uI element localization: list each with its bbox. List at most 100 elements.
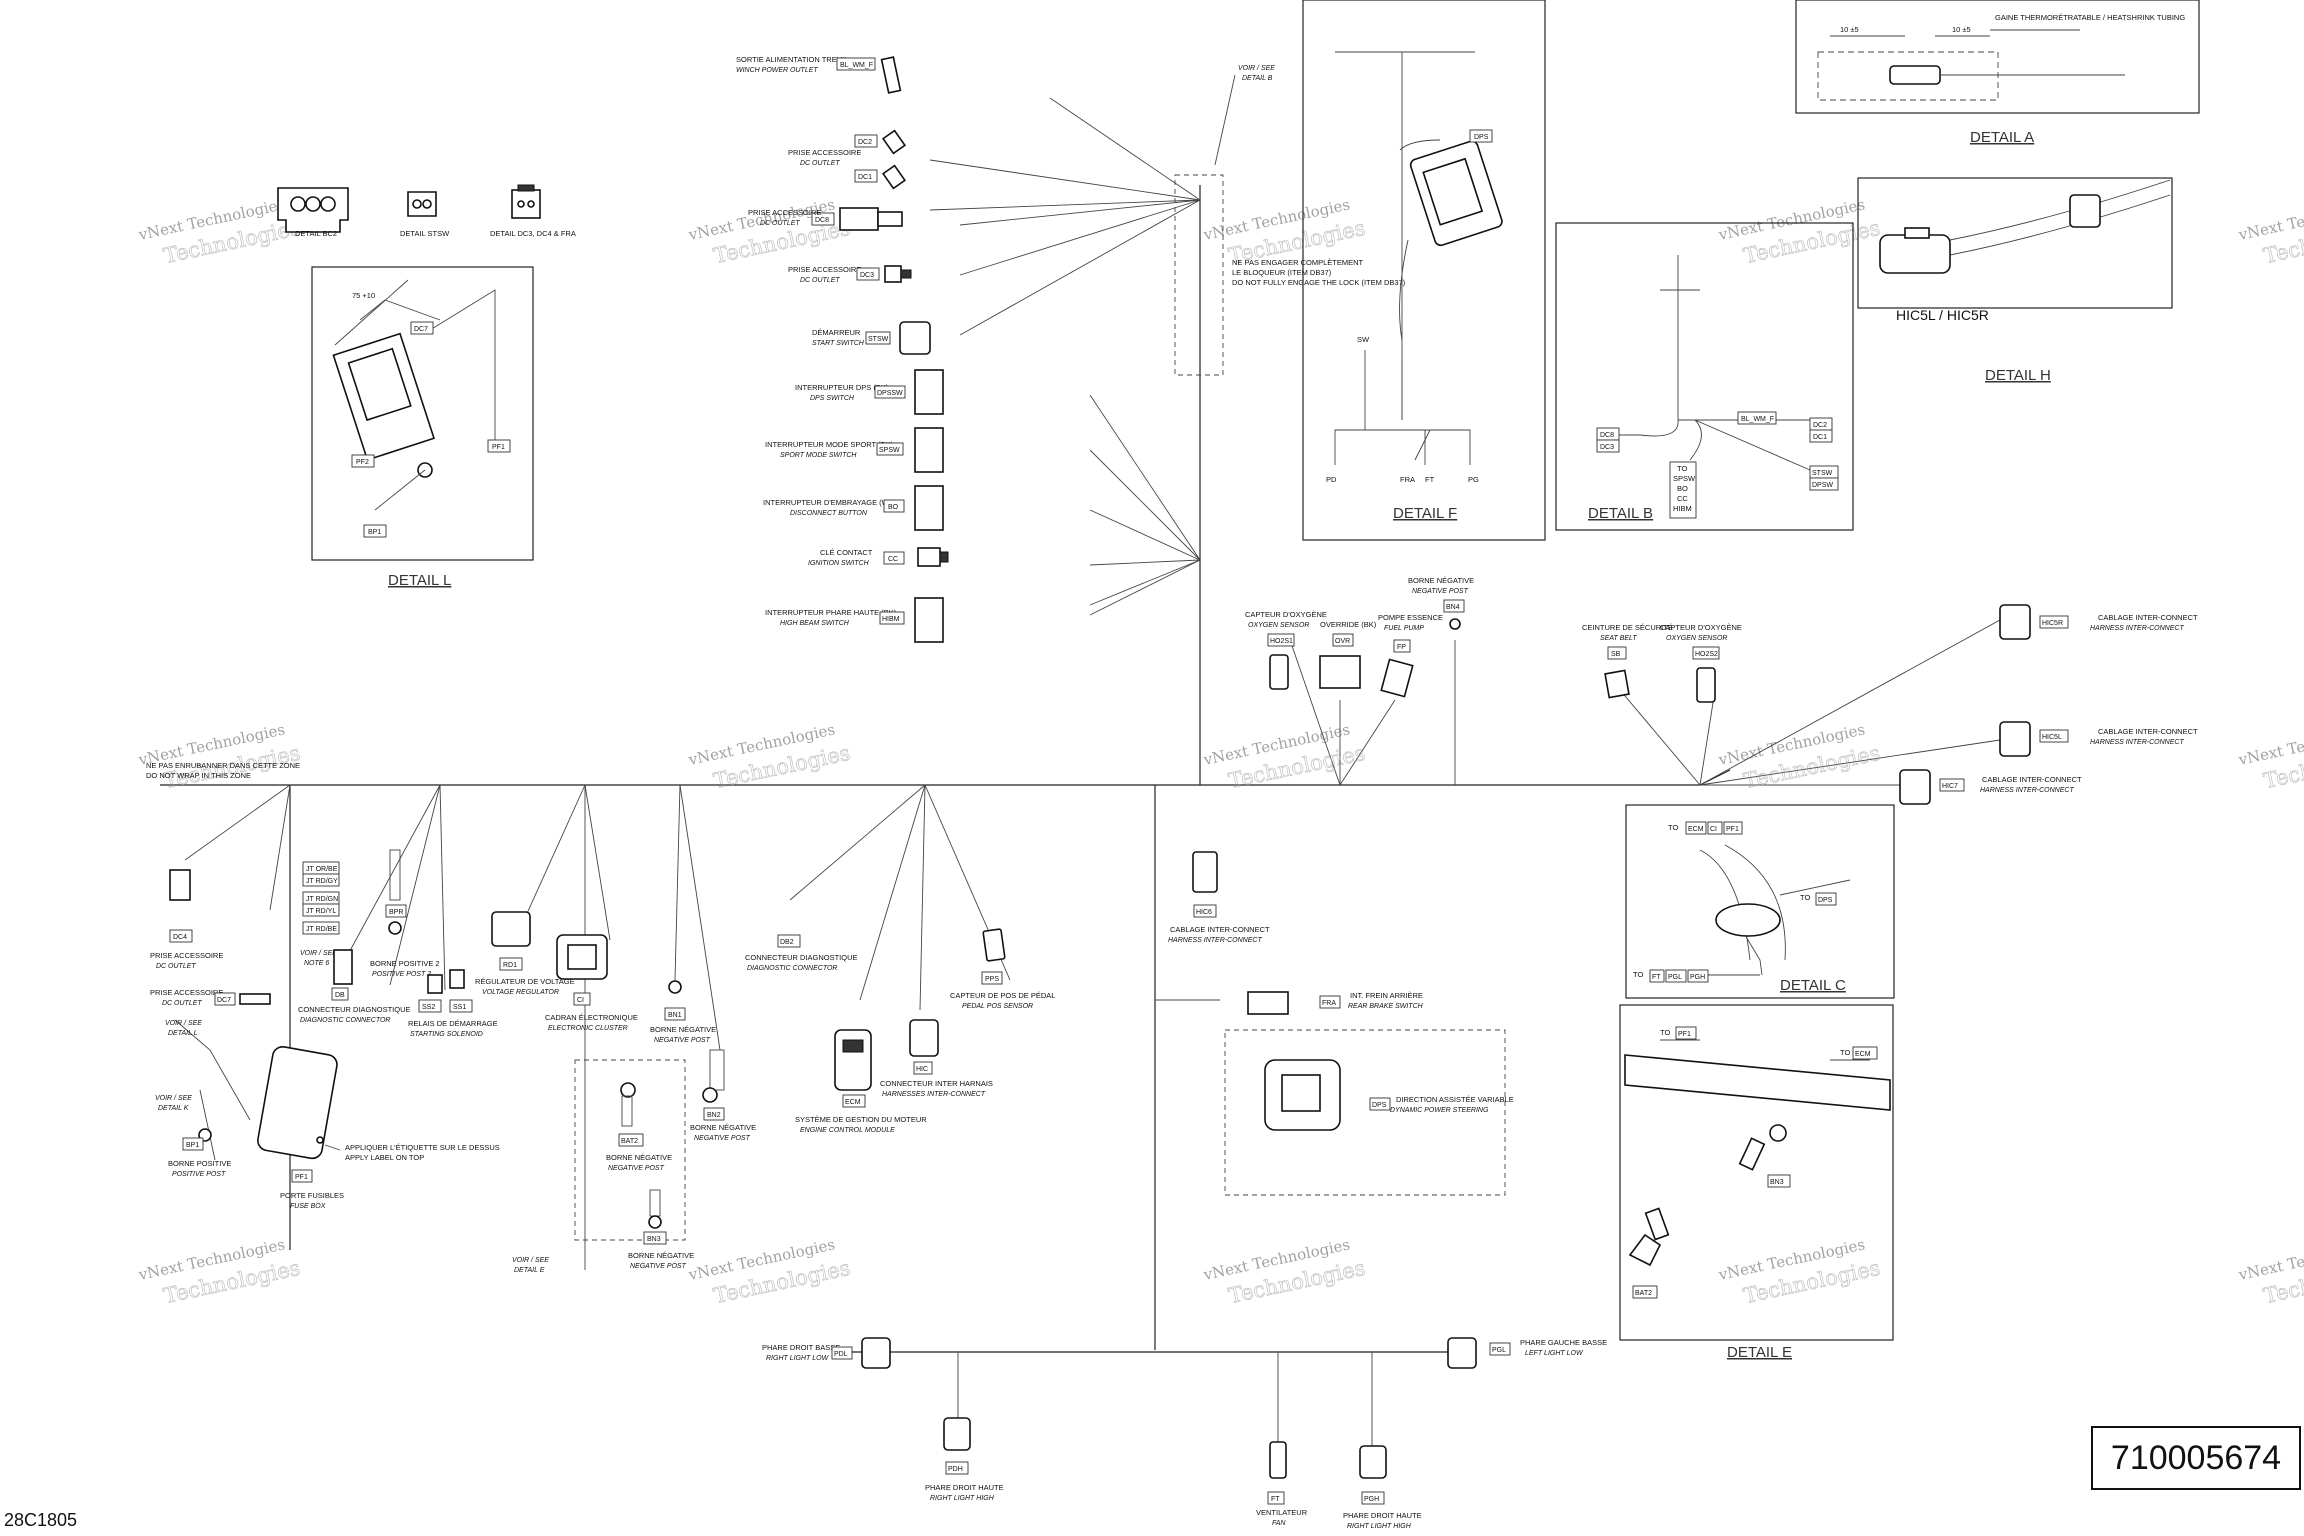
svg-text:BORNE POSITIVE: BORNE POSITIVE <box>168 1159 231 1168</box>
svg-text:DETAIL L: DETAIL L <box>168 1030 198 1037</box>
svg-text:PD: PD <box>1326 475 1337 484</box>
component-bp1: BP1 BORNE POSITIVE POSITIVE POST <box>168 1128 231 1178</box>
svg-text:PRISE ACCESSOIRE: PRISE ACCESSOIRE <box>150 988 223 997</box>
svg-text:DC OUTLET: DC OUTLET <box>162 1000 202 1007</box>
svg-text:PGH: PGH <box>1364 1496 1379 1503</box>
svg-text:BN4: BN4 <box>1446 604 1460 611</box>
label-en: DC OUTLET <box>800 277 840 284</box>
svg-text:POMPE ESSENCE: POMPE ESSENCE <box>1378 613 1443 622</box>
component-ho2s2: CAPTEUR D'OXYGÈNE OXYGEN SENSOR HO2S2 <box>1660 623 1742 703</box>
svg-text:PDH: PDH <box>948 1466 963 1473</box>
svg-text:JT OR/BE: JT OR/BE <box>306 866 338 873</box>
svg-text:DO NOT FULLY ENGAGE THE LOCK (: DO NOT FULLY ENGAGE THE LOCK (ITEM DB37) <box>1232 278 1406 287</box>
svg-text:ENGINE CONTROL MODULE: ENGINE CONTROL MODULE <box>800 1127 895 1134</box>
component-bn4: BORNE NÉGATIVE NEGATIVE POST BN4 <box>1408 576 1474 630</box>
svg-text:DPSSW: DPSSW <box>877 390 903 397</box>
svg-text:HARNESS INTER-CONNECT: HARNESS INTER-CONNECT <box>1168 937 1262 944</box>
detail-c-panel: TO ECM CI PF1 TO DPS TO FT PGL PGH DETAI… <box>1625 804 1895 999</box>
label-en: SPORT MODE SWITCH <box>780 452 857 459</box>
svg-text:DC4: DC4 <box>173 934 187 941</box>
svg-text:CAPTEUR D'OXYGÈNE: CAPTEUR D'OXYGÈNE <box>1245 610 1327 619</box>
svg-text:NE PAS ENGAGER COMPLÈTEMENT: NE PAS ENGAGER COMPLÈTEMENT <box>1232 258 1364 267</box>
svg-text:NEGATIVE POST: NEGATIVE POST <box>694 1135 751 1142</box>
svg-text:PHARE GAUCHE BASSE: PHARE GAUCHE BASSE <box>1520 1338 1607 1347</box>
svg-text:DB: DB <box>335 992 345 999</box>
connector-view-bc2: DETAIL BC2 <box>277 187 349 238</box>
svg-text:BO: BO <box>1677 484 1688 493</box>
svg-text:APPLIQUER L'ÉTIQUETTE SUR LE D: APPLIQUER L'ÉTIQUETTE SUR LE DESSUS <box>345 1143 500 1152</box>
svg-text:TO: TO <box>1668 823 1678 832</box>
svg-text:RELAIS DE DÉMARRAGE: RELAIS DE DÉMARRAGE <box>408 1019 498 1028</box>
detail-title: DETAIL H <box>1985 367 2051 384</box>
note-engage-lock: NE PAS ENGAGER COMPLÈTEMENT LE BLOQUEUR … <box>1232 258 1406 287</box>
component-bl-wm-f: SORTIE ALIMENTATION TREUIL WINCH POWER O… <box>736 55 902 94</box>
svg-text:VOLTAGE REGULATOR: VOLTAGE REGULATOR <box>482 989 559 996</box>
svg-text:HARNESS INTER-CONNECT: HARNESS INTER-CONNECT <box>2090 625 2184 632</box>
svg-text:FT: FT <box>1271 1496 1280 1503</box>
svg-text:FAN: FAN <box>1272 1520 1286 1527</box>
svg-text:DIAGNOSTIC CONNECTOR: DIAGNOSTIC CONNECTOR <box>747 965 838 972</box>
svg-text:BP1: BP1 <box>368 529 381 536</box>
svg-text:10 ±5: 10 ±5 <box>1840 25 1859 34</box>
part-number-box: 710005674 <box>2091 1426 2301 1490</box>
svg-text:BN3: BN3 <box>647 1236 661 1243</box>
svg-text:PGL: PGL <box>1492 1347 1506 1354</box>
note-voir-b: VOIR / SEE DETAIL B <box>1214 65 1275 166</box>
label-fr: PRISE ACCESSOIRE <box>788 265 861 274</box>
label-en: DISCONNECT BUTTON <box>790 510 868 517</box>
note-label-top: APPLIQUER L'ÉTIQUETTE SUR LE DESSUS APPL… <box>324 1143 500 1162</box>
svg-text:CC: CC <box>1677 494 1688 503</box>
svg-text:FUSE BOX: FUSE BOX <box>290 1203 326 1210</box>
detail-l-panel: 75 +10 DC7 PF1 PF2 BP1 DETAIL L <box>311 266 534 589</box>
svg-text:BL_WM_F: BL_WM_F <box>840 62 873 69</box>
bottom-components: PHARE DROIT BASSE RIGHT LIGHT LOW PDL PG… <box>762 1337 1607 1530</box>
svg-text:PORTE FUSIBLES: PORTE FUSIBLES <box>280 1191 344 1200</box>
detail-title: DETAIL E <box>1727 1344 1792 1361</box>
mid-components: CAPTEUR D'OXYGÈNE OXYGEN SENSOR HO2S1 OV… <box>1245 576 2198 805</box>
svg-text:BO: BO <box>888 504 899 511</box>
svg-text:CABLAGE INTER-CONNECT: CABLAGE INTER-CONNECT <box>1982 775 2082 784</box>
svg-text:DYNAMIC POWER STEERING: DYNAMIC POWER STEERING <box>1390 1107 1489 1114</box>
svg-text:FRA: FRA <box>1400 475 1415 484</box>
svg-text:CONNECTEUR INTER HARNAIS: CONNECTEUR INTER HARNAIS <box>880 1079 993 1088</box>
component-rd1: RD1 RÉGULATEUR DE VOLTAGE VOLTAGE REGULA… <box>475 911 575 996</box>
component-pgl: PGL PHARE GAUCHE BASSE LEFT LIGHT LOW <box>1447 1337 1607 1369</box>
svg-text:PHARE DROIT HAUTE: PHARE DROIT HAUTE <box>925 1483 1004 1492</box>
svg-text:HO2S2: HO2S2 <box>1695 651 1718 658</box>
svg-text:LEFT LIGHT LOW: LEFT LIGHT LOW <box>1525 1350 1584 1357</box>
svg-text:PF1: PF1 <box>492 444 505 451</box>
svg-text:BN2: BN2 <box>707 1112 721 1119</box>
tag-dc7: DC7 <box>410 321 434 335</box>
svg-text:JT RD/YL: JT RD/YL <box>306 908 336 915</box>
svg-text:CONNECTEUR DIAGNOSTIQUE: CONNECTEUR DIAGNOSTIQUE <box>298 1005 411 1014</box>
component-dc1: DC1 <box>854 164 907 190</box>
note-voir-note6: VOIR / SEE NOTE 6 <box>300 950 337 967</box>
svg-text:ELECTRONIC CLUSTER: ELECTRONIC CLUSTER <box>548 1025 628 1032</box>
label-fr: CLÉ CONTACT <box>820 548 873 557</box>
component-bat2: BAT2 BORNE NÉGATIVE NEGATIVE POST <box>606 1082 672 1172</box>
svg-text:HO2S1: HO2S1 <box>1270 638 1293 645</box>
top-components: SORTIE ALIMENTATION TREUIL WINCH POWER O… <box>736 55 1406 643</box>
svg-text:PEDAL POS SENSOR: PEDAL POS SENSOR <box>962 1003 1033 1010</box>
svg-text:NEGATIVE POST: NEGATIVE POST <box>1412 588 1469 595</box>
component-hic5r: HIC5R CABLAGE INTER-CONNECT HARNESS INTE… <box>1999 604 2198 640</box>
svg-text:SPSW: SPSW <box>1673 474 1696 483</box>
component-sb: CEINTURE DE SÉCURITÉ SEAT BELT SB <box>1582 623 1673 699</box>
svg-text:NEGATIVE POST: NEGATIVE POST <box>630 1263 687 1270</box>
label-en: WINCH POWER OUTLET <box>736 67 818 74</box>
svg-text:TO: TO <box>1840 1048 1850 1057</box>
svg-text:FUEL PUMP: FUEL PUMP <box>1384 625 1424 632</box>
tag-pf1: PF1 <box>487 439 511 453</box>
svg-text:PG: PG <box>1468 475 1479 484</box>
svg-text:BAT2: BAT2 <box>621 1138 638 1145</box>
detail-b-panel: DC8 DC3 BL_WM_F DC2 DC1 TO SPSW BO CC HI… <box>1555 222 1854 531</box>
svg-text:SPSW: SPSW <box>879 447 900 454</box>
note-voir-k: VOIR / SEE DETAIL K <box>155 1095 192 1112</box>
svg-text:HIC: HIC <box>916 1066 928 1073</box>
component-dc2: DC2 PRISE ACCESSOIRE DC OUTLET <box>788 129 907 167</box>
component-ci: CI CADRAN ÉLECTRONIQUE ELECTRONIC CLUSTE… <box>545 934 638 1032</box>
svg-text:CI: CI <box>577 997 584 1004</box>
svg-text:NEGATIVE POST: NEGATIVE POST <box>608 1165 665 1172</box>
svg-text:DC1: DC1 <box>858 174 872 181</box>
svg-text:DPS: DPS <box>1818 897 1833 904</box>
